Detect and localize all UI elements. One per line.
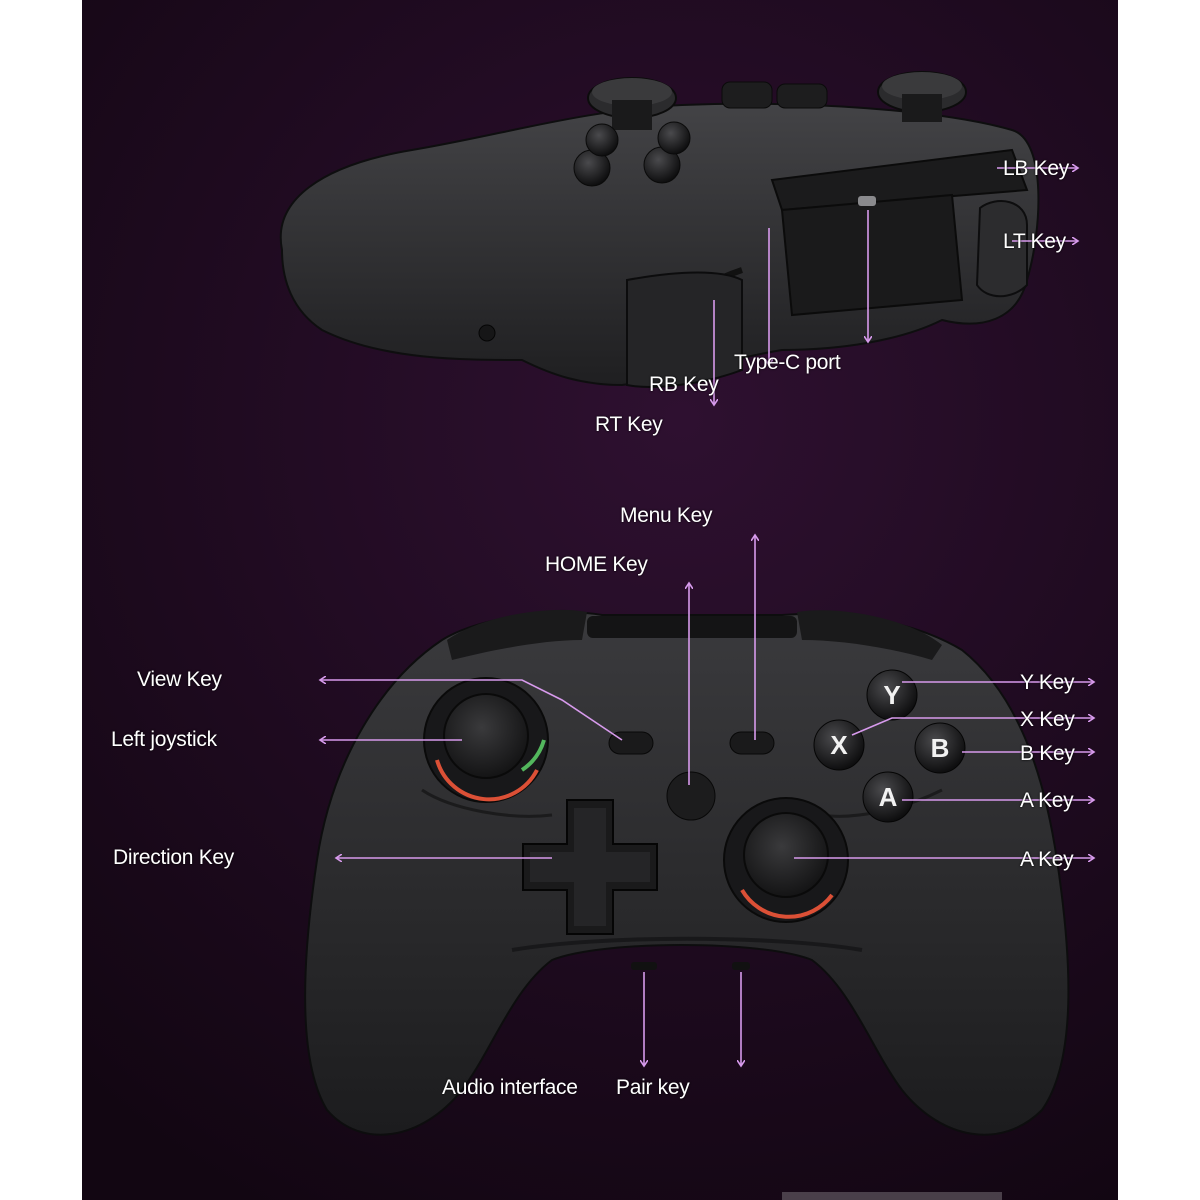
label-y-key: Y Key — [1020, 671, 1075, 694]
home-button — [666, 771, 716, 821]
controller-top-view — [279, 71, 1040, 388]
top-right-stick-top — [882, 72, 962, 100]
label-menu-key: Menu Key — [620, 504, 713, 527]
typec-port — [858, 196, 876, 206]
top-edge-slot — [587, 616, 797, 638]
top-face-button-x — [585, 123, 619, 157]
top-grip-screw — [478, 324, 496, 342]
rt-trigger — [626, 271, 743, 388]
lt-trigger — [975, 200, 1028, 298]
audio-port — [631, 962, 657, 970]
controller-diagram: Y X B A — [82, 0, 1118, 1200]
menu-button — [729, 731, 775, 755]
lower-contour — [511, 936, 863, 952]
pair-button — [732, 962, 750, 970]
right-bumper — [797, 610, 942, 660]
face-button-b — [914, 722, 966, 774]
left-joystick — [443, 693, 529, 779]
body-contour-left — [421, 788, 553, 818]
right-joystick — [743, 812, 829, 898]
label-a-key: A Key — [1020, 789, 1074, 812]
face-button-y-letter: Y — [883, 680, 900, 710]
top-dpad-left — [721, 81, 773, 109]
label-left-joystick: Left joystick — [111, 728, 217, 751]
label-direction-key: Direction Key — [113, 846, 234, 869]
x-arrow — [851, 718, 1094, 736]
left-joystick-green-glow — [520, 739, 546, 772]
face-button-a-group: A — [862, 771, 914, 823]
label-typec-port: Type-C port — [734, 351, 841, 374]
right-joystick-rgb-ring — [740, 888, 834, 919]
face-button-x — [813, 719, 865, 771]
label-lt-key: LT Key — [1003, 230, 1066, 253]
image-panel: Y X B A — [82, 0, 1118, 1200]
front-callout-lines — [320, 535, 1094, 1066]
view-arrow — [320, 680, 623, 741]
face-button-a — [862, 771, 914, 823]
face-button-b-letter: B — [931, 733, 950, 763]
label-x-key: X Key — [1020, 708, 1075, 731]
label-pair-key: Pair key — [616, 1076, 690, 1099]
face-button-a-letter: A — [879, 782, 898, 812]
rear-panel — [780, 193, 964, 317]
top-left-stick-stem — [612, 100, 652, 130]
bottom-edge-strip — [782, 1192, 1002, 1200]
label-view-key: View Key — [137, 668, 222, 691]
top-callout-lines — [714, 168, 1078, 405]
label-home-key: HOME Key — [545, 553, 648, 576]
top-right-stick-stem — [902, 94, 942, 122]
direction-pad-top — [530, 808, 650, 926]
bumper-strip — [770, 148, 1029, 212]
controller-front-view: Y X B A — [304, 609, 1070, 1136]
face-button-y-group: Y — [866, 669, 918, 721]
left-bumper — [447, 609, 587, 660]
left-joystick-rgb-ring — [435, 759, 539, 802]
face-button-x-group: X — [813, 719, 865, 771]
label-rb-key: RB Key — [649, 373, 719, 396]
view-button — [608, 731, 654, 755]
label-b-key: B Key — [1020, 742, 1075, 765]
top-left-stick-top — [592, 78, 672, 106]
face-button-x-letter: X — [830, 730, 848, 760]
top-dpad-right — [776, 83, 828, 109]
label-lb-key: LB Key — [1003, 157, 1069, 180]
top-face-button-y — [657, 121, 691, 155]
label-rt-key: RT Key — [595, 413, 663, 436]
label-audio-interface: Audio interface — [442, 1076, 578, 1099]
label-right-joystick: A Key — [1020, 848, 1074, 871]
face-button-b-group: B — [914, 722, 966, 774]
